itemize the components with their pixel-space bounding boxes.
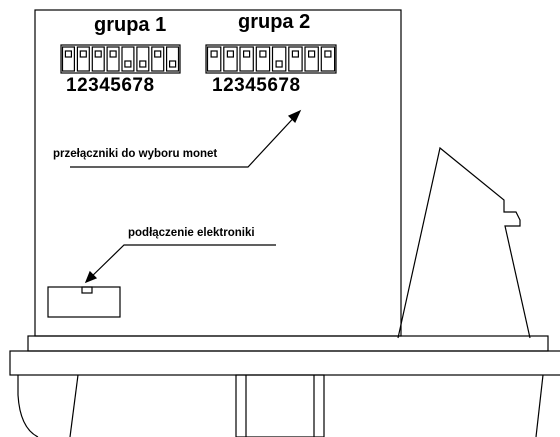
mounting-bracket	[397, 146, 531, 339]
dip-switch-bank-2	[205, 44, 337, 74]
dip-switch-slot	[121, 46, 135, 72]
dip-switch-lever	[169, 60, 177, 68]
dip-switch-lever	[226, 50, 234, 58]
dip-switch-slot	[223, 46, 238, 72]
dip-switch-lever	[94, 50, 102, 58]
lower-housing	[17, 374, 79, 437]
dip-switch-slot	[61, 46, 75, 72]
dip-switch-slot	[91, 46, 105, 72]
lower-connector	[235, 374, 325, 437]
dip-switch-lever	[210, 50, 218, 58]
dip-switch-lever	[109, 50, 117, 58]
coin-switches-label: przełączniki do wyboru monet	[53, 148, 218, 160]
bank-outline	[60, 44, 181, 74]
dip-switch-lever	[324, 50, 332, 58]
group-2-title: grupa 2	[238, 11, 311, 33]
dip-switch-lever	[275, 60, 283, 68]
dip-switch-slot	[76, 46, 90, 72]
dip-switch-slot	[320, 46, 336, 72]
arrow-to-connector	[84, 244, 276, 284]
dip-switch-slot	[166, 46, 180, 72]
dip-switch-lever	[291, 50, 299, 58]
dip-switch-slot	[136, 46, 150, 72]
dip-switch-lever	[139, 60, 147, 68]
dip-switch-slot	[206, 46, 222, 72]
dip-switch-slot	[304, 46, 319, 72]
dip-switch-slot	[255, 46, 271, 72]
dip-switch-lever	[79, 50, 87, 58]
electronics-connection-label: podłączenie elektroniki	[128, 227, 255, 239]
arrow-to-switches	[70, 109, 302, 168]
dip-switch-lever	[154, 50, 162, 58]
dip-switch-lever	[64, 50, 73, 58]
bank-outline	[205, 44, 337, 74]
dip-switch-lever	[243, 50, 251, 58]
group-1-title: grupa 1	[94, 14, 167, 36]
dip-switch-bank-1	[60, 44, 181, 74]
dip-switch-lever	[308, 50, 316, 58]
base-frame	[9, 350, 560, 376]
dip-switch-slot	[151, 46, 165, 72]
dip-switch-slot	[106, 46, 120, 72]
lower-right-edge	[535, 374, 544, 437]
dip-switch-slot	[288, 46, 303, 72]
base-plate	[27, 335, 549, 352]
dip-switch-lever	[124, 60, 132, 68]
electronics-connector	[47, 286, 121, 318]
dip-switch-slot	[239, 46, 254, 72]
group-1-numbers: 12345678	[66, 75, 155, 96]
group-2-numbers: 12345678	[212, 75, 301, 96]
dip-switch-lever	[259, 50, 267, 58]
dip-switch-slot	[271, 46, 287, 72]
